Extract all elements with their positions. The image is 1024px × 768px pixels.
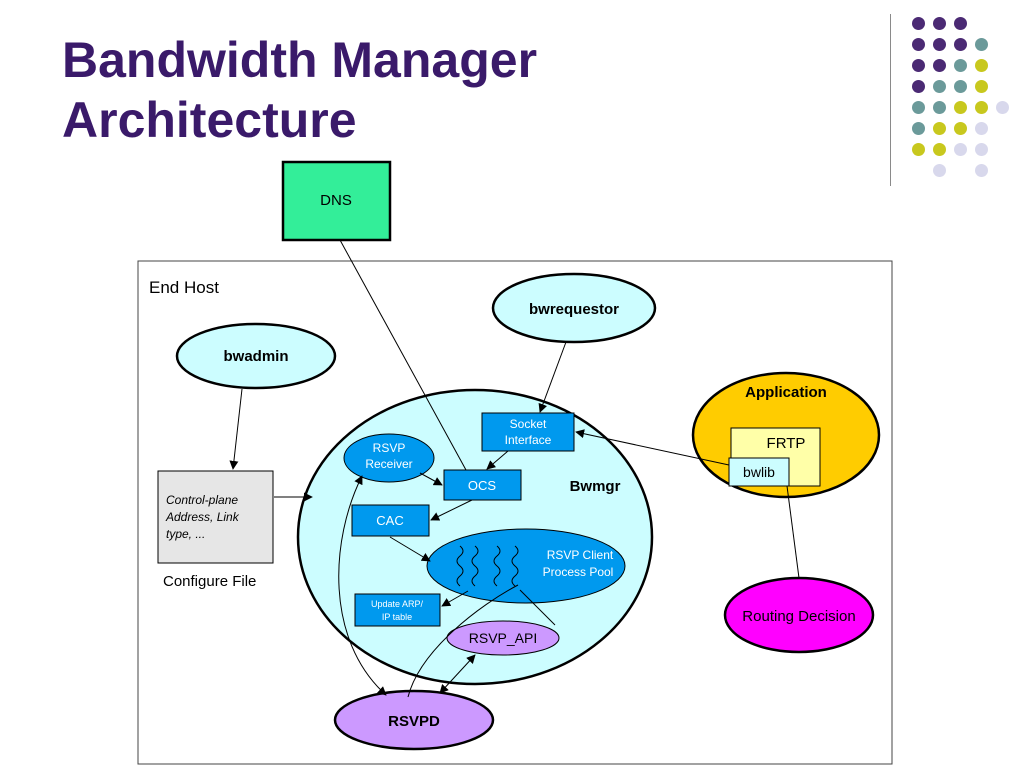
ocs-to-cac-arrow [430, 499, 473, 521]
decorative-dot [975, 38, 988, 51]
routing-decision-label: Routing Decision [742, 608, 855, 625]
decorative-dot [975, 80, 988, 93]
dns-box [281, 160, 392, 242]
cac-label: CAC [376, 513, 403, 528]
decorative-dot [975, 122, 988, 135]
receiver-to-ocs-arrow [419, 472, 443, 486]
decorative-dot [912, 38, 925, 51]
decorative-dot [954, 59, 967, 72]
update-arp-line-1: Update ARP/ [371, 599, 424, 609]
bwadmin-ellipse [175, 322, 337, 390]
rsvp-client-pool-line-1: RSVP Client [547, 548, 614, 562]
rsvp-client-pool-line-2: Process Pool [543, 565, 614, 579]
rsvpd-label: RSVPD [388, 713, 440, 730]
rsvpd-ellipse [333, 689, 495, 751]
dns-to-ocs-line [339, 239, 467, 471]
socket-interface-line-1: Socket [510, 417, 547, 431]
decorative-dot [933, 17, 946, 30]
title-line-1: Bandwidth Manager [62, 32, 538, 88]
bwrequestor-label: bwrequestor [529, 301, 619, 318]
decorative-dot [954, 101, 967, 114]
decorative-dot [933, 80, 946, 93]
bwmgr-label: Bwmgr [570, 478, 621, 495]
decorative-dot [912, 101, 925, 114]
decorative-dot [933, 143, 946, 156]
decorative-dot [933, 38, 946, 51]
bwadmin-to-config-arrow [229, 388, 243, 470]
decorative-dot [912, 143, 925, 156]
frtp-label: FRTP [767, 435, 806, 452]
socket-interface-box [481, 412, 575, 452]
title-line-2: Architecture [62, 92, 357, 148]
bwlib-label: bwlib [743, 464, 775, 480]
application-label: Application [745, 384, 827, 401]
pool-to-rsvpd-curve [407, 584, 519, 698]
decorative-dot [912, 122, 925, 135]
socket-to-ocs-arrow [486, 450, 509, 470]
rsvp-receiver-line-2: Receiver [365, 457, 412, 471]
rsvp-receiver-line-1: RSVP [373, 441, 406, 455]
decorative-dot [975, 101, 988, 114]
decorative-dot [933, 122, 946, 135]
configure-file-label: Configure File [163, 573, 256, 590]
ocs-box [443, 469, 522, 501]
decorative-dot [912, 80, 925, 93]
decorative-dot [996, 101, 1009, 114]
config-text-line-2: Address, Link [165, 510, 240, 524]
bwlib-to-routing-line [786, 485, 800, 579]
decorative-dot [954, 143, 967, 156]
api-rsvpd-double-arrow [439, 654, 476, 694]
decorative-dot [933, 59, 946, 72]
decorative-dot [954, 38, 967, 51]
connectors [229, 239, 800, 698]
process-squiggles [456, 545, 519, 587]
rsvp-api-ellipse [446, 620, 560, 656]
decorative-dot [912, 59, 925, 72]
decorative-dot [975, 143, 988, 156]
socket-interface-line-2: Interface [505, 433, 552, 447]
decorative-dot [912, 17, 925, 30]
bwlib-to-socket-arrow [575, 429, 730, 466]
receiver-rsvpd-curve [338, 475, 387, 696]
config-text-line-3: type, ... [166, 527, 205, 541]
bwrequestor-to-socket-arrow [538, 341, 567, 413]
rsvp-receiver-ellipse [343, 433, 435, 483]
title-divider [890, 14, 891, 186]
decorative-dot [954, 80, 967, 93]
pool-to-arp-arrow [441, 590, 469, 607]
config-text-line-1: Control-plane [166, 493, 238, 507]
decorative-dot [954, 122, 967, 135]
slide-title: Bandwidth Manager Architecture [62, 30, 822, 150]
decorative-dot [933, 101, 946, 114]
decorative-dot [975, 164, 988, 177]
bwadmin-label: bwadmin [223, 348, 288, 365]
update-arp-line-2: IP table [382, 612, 412, 622]
configure-file-box [157, 470, 274, 564]
decorative-dot [933, 164, 946, 177]
rsvp-api-label: RSVP_API [469, 630, 537, 646]
bwrequestor-ellipse [491, 272, 657, 344]
dns-label: DNS [320, 192, 352, 209]
pool-to-api-line [519, 589, 556, 626]
end-host-label: End Host [149, 278, 219, 297]
bwlib-box [728, 457, 790, 487]
ocs-label: OCS [468, 478, 497, 493]
decorative-dot [954, 17, 967, 30]
cac-to-pool-arrow [389, 536, 431, 562]
decorative-dot [975, 59, 988, 72]
